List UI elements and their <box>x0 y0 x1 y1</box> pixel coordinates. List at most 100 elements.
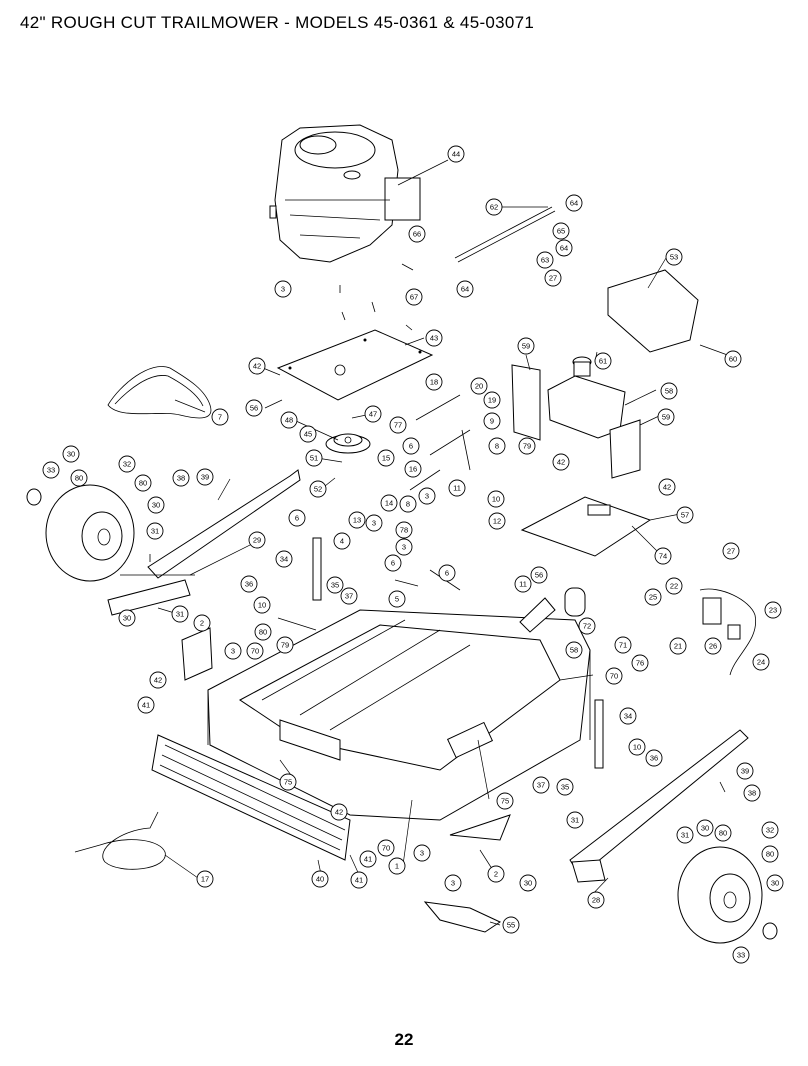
svg-text:79: 79 <box>281 641 289 650</box>
callout-43c: 42 <box>658 478 676 496</box>
svg-text:3: 3 <box>451 879 455 888</box>
svg-text:26: 26 <box>709 642 717 651</box>
hitch-arm-left <box>147 469 301 579</box>
svg-text:6: 6 <box>295 514 299 523</box>
callout-3d: 3 <box>395 538 413 556</box>
svg-text:15: 15 <box>382 454 390 463</box>
callout-29: 29 <box>248 531 266 549</box>
engine-plate <box>276 329 434 401</box>
svg-text:16: 16 <box>409 465 417 474</box>
svg-text:76: 76 <box>636 659 644 668</box>
svg-text:5: 5 <box>395 595 399 604</box>
callout-35b: 35 <box>556 778 574 796</box>
callout-75: 77 <box>389 416 407 434</box>
svg-text:2: 2 <box>200 619 204 628</box>
callouts: 44 62 64 65 64 63 27 64 66 67 3 53 60 43… <box>42 145 784 964</box>
callout-30d: 30 <box>696 819 714 837</box>
plate-57 <box>520 496 652 557</box>
callout-3f: 3 <box>413 844 431 862</box>
callout-7: 7 <box>211 408 229 426</box>
callout-6d: 6 <box>438 564 456 582</box>
callout-64c: 64 <box>456 280 474 298</box>
callout-38b: 38 <box>743 784 761 802</box>
callout-76: 78 <box>395 521 413 539</box>
callout-13: 13 <box>348 511 366 529</box>
callout-27: 27 <box>544 269 562 287</box>
svg-text:27: 27 <box>549 274 557 283</box>
callout-6b: 6 <box>288 509 306 527</box>
callout-48: 48 <box>280 411 298 429</box>
callout-37a: 37 <box>340 587 358 605</box>
callout-45: 44 <box>447 145 465 163</box>
svg-text:21: 21 <box>674 642 682 651</box>
svg-text:10: 10 <box>492 495 500 504</box>
svg-text:56: 56 <box>250 404 258 413</box>
svg-text:64: 64 <box>461 285 469 294</box>
svg-text:32: 32 <box>766 826 774 835</box>
svg-text:42: 42 <box>154 676 162 685</box>
svg-text:31: 31 <box>571 816 579 825</box>
callout-34b: 34 <box>619 707 637 725</box>
svg-text:42: 42 <box>253 362 261 371</box>
callout-24: 24 <box>752 653 770 671</box>
svg-text:80: 80 <box>259 628 267 637</box>
callout-47: 47 <box>364 405 382 423</box>
svg-text:62: 62 <box>490 203 498 212</box>
svg-text:40: 40 <box>316 875 324 884</box>
svg-text:3: 3 <box>281 285 285 294</box>
svg-text:74: 74 <box>659 552 667 561</box>
svg-text:31: 31 <box>151 527 159 536</box>
svg-text:23: 23 <box>769 606 777 615</box>
pulley <box>325 433 371 454</box>
callout-43d: 42 <box>149 671 167 689</box>
callout-43: 42 <box>248 357 266 375</box>
svg-text:80: 80 <box>75 474 83 483</box>
callout-46: 45 <box>299 425 317 443</box>
callout-32a: 32 <box>118 455 136 473</box>
wheel-left <box>26 484 135 582</box>
svg-text:43: 43 <box>430 334 438 343</box>
callout-38a: 38 <box>172 469 190 487</box>
svg-text:41: 41 <box>364 855 372 864</box>
callout-63: 63 <box>536 251 554 269</box>
svg-text:27: 27 <box>727 547 735 556</box>
callout-25: 25 <box>644 588 662 606</box>
callout-70b: 70 <box>605 667 623 685</box>
callout-39a: 39 <box>196 468 214 486</box>
svg-text:30: 30 <box>67 450 75 459</box>
callout-37b: 37 <box>532 776 550 794</box>
svg-text:8: 8 <box>495 442 499 451</box>
svg-text:9: 9 <box>490 417 494 426</box>
svg-text:36: 36 <box>650 754 658 763</box>
callout-30a: 30 <box>118 609 136 627</box>
callout-74: 76 <box>631 654 649 672</box>
callout-31d: 31 <box>676 826 694 844</box>
callout-59: 59 <box>517 337 535 355</box>
svg-text:48: 48 <box>285 416 293 425</box>
callout-32b: 32 <box>761 821 779 839</box>
svg-text:33: 33 <box>737 951 745 960</box>
callout-4: 4 <box>333 532 351 550</box>
callout-67: 67 <box>405 288 423 306</box>
callout-64b: 64 <box>555 239 573 257</box>
callout-19: 19 <box>483 391 501 409</box>
callout-34a: 34 <box>275 550 293 568</box>
svg-text:35: 35 <box>561 783 569 792</box>
callout-58b: 58 <box>565 641 583 659</box>
roller-55 <box>564 587 586 617</box>
callout-11a: 11 <box>448 479 466 497</box>
callout-65: 65 <box>552 222 570 240</box>
svg-text:19: 19 <box>488 396 496 405</box>
svg-text:6: 6 <box>391 559 395 568</box>
svg-text:37: 37 <box>345 592 353 601</box>
svg-text:75: 75 <box>284 778 292 787</box>
callout-80a: 80 <box>134 474 152 492</box>
svg-text:6: 6 <box>409 442 413 451</box>
callout-30f: 30 <box>519 874 537 892</box>
callout-33a: 33 <box>42 461 60 479</box>
svg-text:22: 22 <box>670 582 678 591</box>
svg-text:60: 60 <box>729 355 737 364</box>
callout-39b: 39 <box>736 762 754 780</box>
svg-text:3: 3 <box>425 492 429 501</box>
callout-21: 21 <box>669 637 687 655</box>
